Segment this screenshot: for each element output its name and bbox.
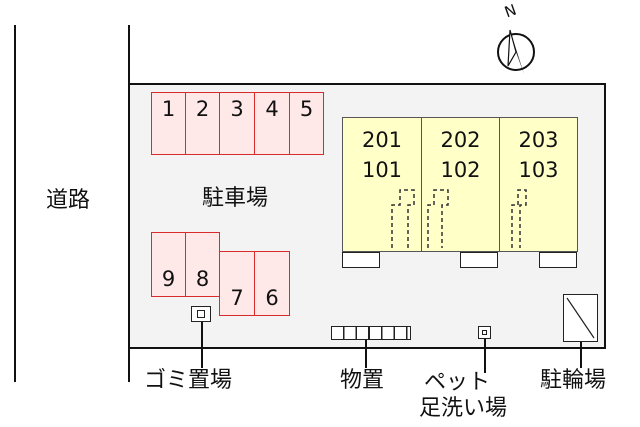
garbage-area-box-inner	[197, 310, 205, 318]
pet-wash-label-line1: ペット	[424, 370, 491, 395]
road-edge-left	[14, 25, 16, 382]
unit-lower-number: 103	[518, 158, 559, 182]
parking-space-number: 8	[195, 267, 210, 291]
parking-space-6: 6	[254, 251, 290, 316]
unit-203-103: 203 103	[499, 117, 578, 252]
entry-step-unit-3	[539, 252, 577, 268]
parking-space-number: 6	[265, 286, 279, 310]
road-label: 道路	[46, 188, 91, 213]
parking-space-5: 5	[289, 92, 324, 155]
entry-step-unit-1	[342, 252, 380, 268]
bicycle-leader-line	[580, 342, 582, 368]
parking-space-number: 5	[299, 97, 314, 121]
pet-wash-box-inner	[482, 330, 487, 335]
parking-space-number: 7	[230, 286, 244, 310]
parking-space-number: 4	[265, 97, 279, 121]
bicycle-parking-diagonal	[566, 297, 595, 339]
parking-space-number: 2	[195, 97, 210, 121]
parking-space-4: 4	[254, 92, 290, 155]
entry-step-unit-2	[460, 252, 498, 268]
parking-space-9: 9	[151, 232, 186, 297]
storage-leader-line	[365, 340, 367, 368]
unit-lower-number: 101	[361, 158, 403, 182]
bicycle-parking-label: 駐輪場	[540, 368, 607, 393]
parking-space-number: 9	[161, 267, 176, 291]
pet-wash-label-line2: 足洗い場	[419, 396, 508, 421]
garbage-leader-line	[201, 322, 203, 368]
unit-upper-number: 203	[518, 128, 559, 152]
unit-202-102: 202 102	[421, 117, 500, 252]
parking-space-7: 7	[219, 251, 255, 316]
pet-wash-leader-line	[484, 339, 486, 373]
parking-space-1: 1	[151, 92, 186, 155]
unit-lower-number: 102	[440, 158, 481, 182]
parking-space-3: 3	[219, 92, 255, 155]
unit-upper-number: 201	[361, 128, 403, 152]
garbage-area-label: ゴミ置場	[144, 368, 233, 393]
parking-space-8: 8	[185, 232, 220, 297]
parking-space-2: 2	[185, 92, 220, 155]
storage-label: 物置	[340, 368, 385, 393]
compass-icon	[497, 29, 535, 74]
parking-lot-label: 駐車場	[202, 186, 269, 211]
storage-box	[331, 326, 411, 340]
unit-201-101: 201 101	[342, 117, 422, 252]
parking-space-number: 3	[230, 97, 244, 121]
unit-upper-number: 202	[440, 128, 481, 152]
parking-space-number: 1	[161, 97, 176, 121]
